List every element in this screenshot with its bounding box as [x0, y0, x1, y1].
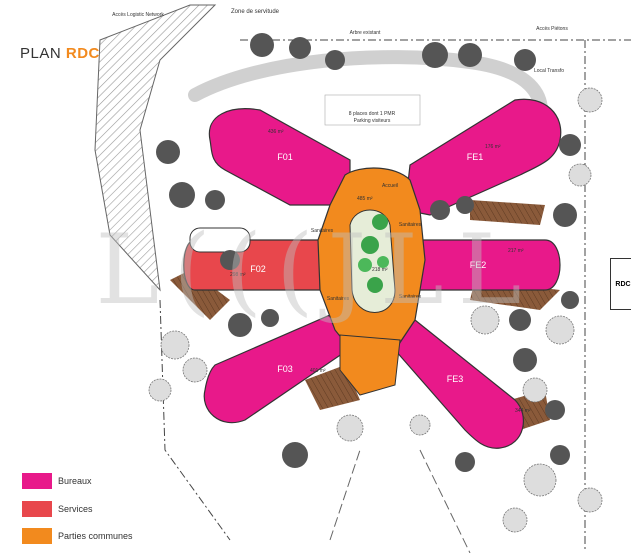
area-fe2: 217 m² — [508, 248, 524, 254]
wing-fe1 — [404, 98, 562, 216]
wing-f01 — [208, 108, 351, 206]
acces-pietons-label: Accès Piétons — [536, 26, 568, 32]
ground-northeast — [470, 200, 545, 225]
courtyard-tree — [358, 258, 372, 272]
area-fe3: 344 m² — [515, 408, 531, 414]
tree — [455, 452, 475, 472]
wing-label-fe2: FE2 — [470, 260, 487, 270]
wing-label-fe3: FE3 — [447, 374, 464, 384]
tree — [456, 196, 474, 214]
zone-servitude-label: Zone de servitude — [231, 9, 280, 15]
tree — [561, 291, 579, 309]
tree — [282, 442, 308, 468]
site-boundary-left — [159, 299, 231, 541]
hatched-slope — [94, 4, 217, 292]
courtyard-tree — [377, 256, 389, 268]
wing-fe2 — [414, 239, 561, 291]
tree — [458, 43, 482, 67]
room-sanitaires-se: Sanitaires — [399, 294, 422, 300]
room-accueil: Accueil — [382, 183, 398, 189]
legend-label: Services — [58, 504, 93, 514]
light-trees — [148, 87, 603, 533]
tree — [430, 200, 450, 220]
wing-fe3 — [394, 319, 524, 449]
tree — [160, 330, 190, 360]
tree — [545, 400, 565, 420]
tree — [550, 445, 570, 465]
room-sanitaires-w: Sanitaires — [311, 228, 334, 234]
legend-item-parties-communes: Parties communes — [22, 527, 133, 545]
tree — [409, 414, 431, 436]
area-f01: 436 m² — [268, 129, 284, 135]
tree — [502, 507, 528, 533]
legend-item-bureaux: Bureaux — [22, 472, 92, 490]
ground-west — [170, 270, 230, 320]
wing-f03 — [203, 314, 356, 424]
wing-label-f03: F03 — [277, 364, 293, 374]
tree — [545, 315, 575, 345]
area-fe1: 176 m² — [485, 144, 501, 150]
tree — [220, 250, 240, 270]
tree — [553, 203, 577, 227]
visitor-parking — [324, 94, 421, 126]
trees — [156, 33, 581, 472]
area-core: 485 m² — [357, 196, 373, 202]
legend-swatch — [22, 473, 52, 489]
legend-item-services: Services — [22, 500, 93, 518]
wing-label-fe1: FE1 — [467, 152, 484, 162]
area-center: 218 m² — [372, 267, 388, 273]
legend-label: Bureaux — [58, 476, 92, 486]
tree — [523, 463, 557, 497]
local-transfo-label: Local Transfo — [534, 68, 564, 74]
tree — [577, 487, 603, 513]
tree — [509, 309, 531, 331]
area-f02: 298 m² — [230, 272, 246, 278]
tree — [470, 305, 500, 335]
rdc-marker: RDC — [610, 258, 631, 310]
tree — [513, 348, 537, 372]
area-f03: 401 m² — [310, 368, 326, 374]
legend-swatch — [22, 501, 52, 517]
room-sanitaires-sw: Sanitaires — [327, 296, 350, 302]
green-courtyard — [349, 209, 396, 313]
tree — [261, 309, 279, 327]
arbre-existant-label: Arbre existant — [350, 30, 381, 36]
tree — [514, 49, 536, 71]
core-extension-south — [339, 334, 401, 396]
tree — [568, 163, 592, 187]
room-sanitaires-e: Sanitaires — [399, 222, 422, 228]
tree — [228, 313, 252, 337]
tree — [325, 50, 345, 70]
tree — [577, 87, 603, 113]
courtyard-tree — [372, 214, 388, 230]
acces-logistic-label: Accès Logistic Network — [112, 12, 164, 18]
tree — [169, 182, 195, 208]
tree — [522, 377, 548, 403]
tree — [289, 37, 311, 59]
tree — [182, 357, 208, 383]
page-title: PLAN RDC — [20, 45, 100, 62]
entrance-road — [329, 449, 471, 553]
tree — [148, 378, 172, 402]
building — [183, 98, 562, 449]
wing-label-f01: F01 — [277, 152, 293, 162]
tree — [559, 134, 581, 156]
f02-cutout — [189, 227, 251, 253]
courtyard-tree — [361, 236, 379, 254]
legend-label: Parties communes — [58, 531, 133, 541]
parking-label-1: 8 places dont 1 PMR — [349, 111, 396, 117]
parking-label-2: Parking visiteurs — [354, 118, 391, 124]
tree — [156, 140, 180, 164]
tree — [250, 33, 274, 57]
legend-swatch — [22, 528, 52, 544]
tree — [205, 190, 225, 210]
courtyard-tree — [367, 277, 383, 293]
tree — [336, 414, 364, 442]
wing-label-f02: F02 — [250, 264, 266, 274]
tree — [422, 42, 448, 68]
